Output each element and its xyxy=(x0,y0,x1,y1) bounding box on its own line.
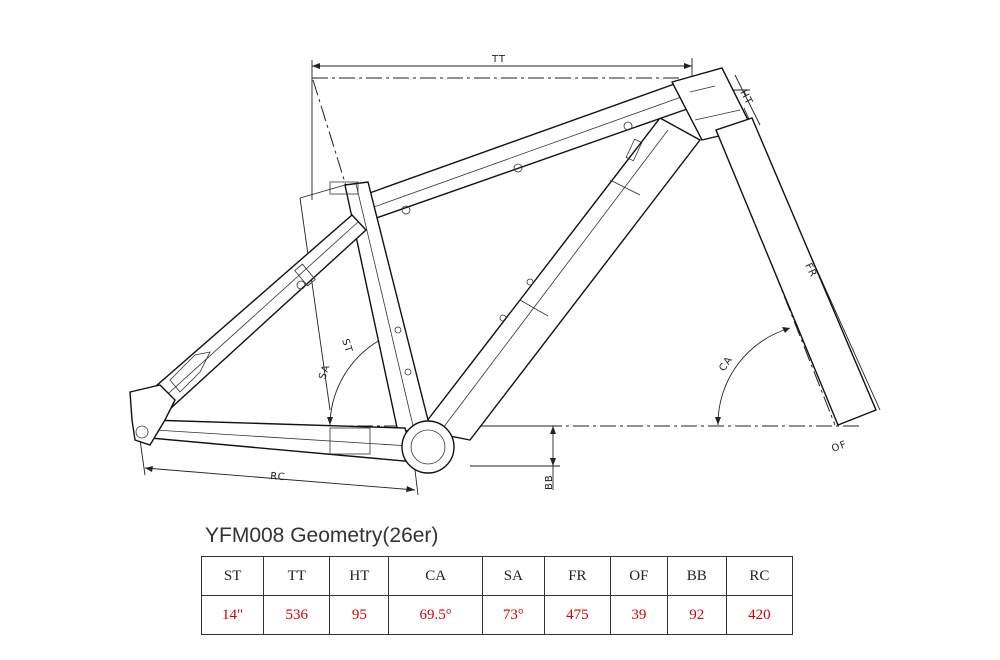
label-st: ST xyxy=(339,338,354,355)
dimension-lines xyxy=(139,58,881,496)
value-cell: 92 xyxy=(666,595,727,635)
rear-dropout xyxy=(129,384,176,446)
label-ca: CA xyxy=(717,354,735,373)
header-cell: SA xyxy=(481,556,545,596)
table-header-row: ST TT HT CA SA FR OF BB RC xyxy=(200,556,794,596)
label-tt: TT xyxy=(491,54,506,65)
header-cell: FR xyxy=(543,556,611,596)
header-cell: CA xyxy=(388,556,483,596)
header-cell: HT xyxy=(329,556,390,596)
down-tube xyxy=(418,117,702,441)
header-cell: OF xyxy=(609,556,668,596)
value-cell: 95 xyxy=(329,595,390,635)
frame-geometry-drawing: TT HT FR ST SA CA RC BB OF xyxy=(129,54,881,496)
fork-line xyxy=(715,117,877,426)
header-cell: TT xyxy=(263,556,331,596)
value-cell: 475 xyxy=(543,595,611,635)
geometry-title: YFM008 Geometry(26er) xyxy=(205,524,439,547)
label-sa: SA xyxy=(317,363,332,381)
header-cell: ST xyxy=(200,556,265,596)
chain-stay xyxy=(149,419,416,463)
geometry-table: ST TT HT CA SA FR OF BB RC 14" 536 95 69… xyxy=(200,556,794,635)
header-cell: RC xyxy=(725,556,794,596)
value-cell: 14" xyxy=(200,595,265,635)
value-cell: 420 xyxy=(725,595,794,635)
label-bb: BB xyxy=(544,474,555,490)
value-cell: 536 xyxy=(263,595,331,635)
label-of: OF xyxy=(830,439,848,455)
value-cell: 69.5° xyxy=(388,595,483,635)
label-rc: RC xyxy=(270,471,286,483)
seat-tube xyxy=(344,181,431,433)
header-cell: BB xyxy=(666,556,727,596)
bike-frame xyxy=(129,67,877,474)
value-cell: 73° xyxy=(481,595,545,635)
value-cell: 39 xyxy=(609,595,668,635)
table-value-row: 14" 536 95 69.5° 73° 475 39 92 420 xyxy=(200,595,794,635)
bb-shell xyxy=(401,420,455,474)
